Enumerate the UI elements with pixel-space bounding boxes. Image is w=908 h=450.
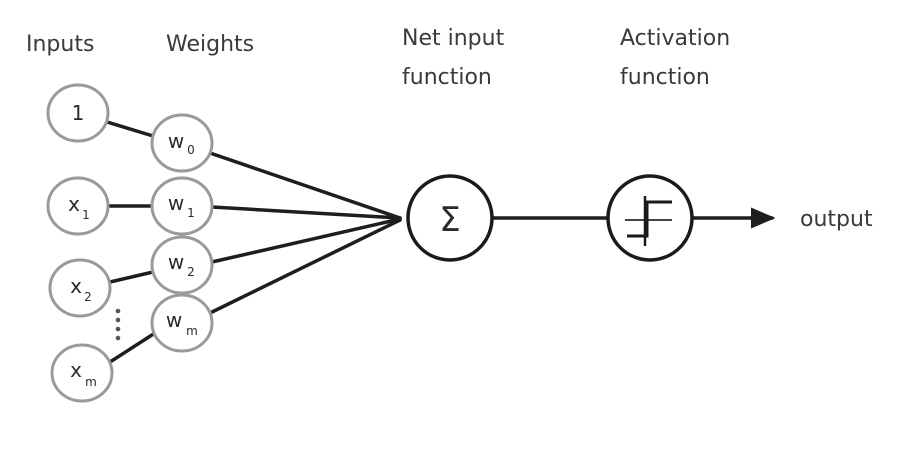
step-function-icon	[625, 196, 672, 246]
activation-heading-line1: Activation	[620, 26, 730, 51]
activation-node	[606, 174, 694, 262]
input-node-xm: x m	[50, 343, 114, 403]
weight-subscript: 0	[187, 143, 195, 157]
weight-subscript: m	[186, 324, 198, 338]
net-input-heading-line2: function	[402, 65, 492, 90]
net-input-node: Σ	[406, 174, 494, 262]
output-label: output	[800, 207, 873, 232]
weight-subscript: 1	[187, 206, 195, 220]
weight-node-w2: w 2	[150, 235, 214, 295]
activation-heading-line2: function	[620, 65, 710, 90]
input-label: x	[68, 192, 80, 216]
input-label: x	[70, 274, 82, 298]
input-subscript: 2	[84, 290, 92, 304]
input-node-x1: x 1	[46, 176, 110, 236]
input-label: 1	[72, 101, 85, 125]
weight-label: w	[168, 191, 184, 215]
weight-node-w1: w 1	[150, 176, 214, 236]
input-subscript: 1	[82, 208, 90, 222]
ellipsis-icon	[115, 308, 121, 341]
weight-node-w0: w 0	[150, 113, 214, 173]
inputs-heading: Inputs	[26, 32, 94, 57]
weight-label: w	[166, 308, 182, 332]
weight-label: w	[168, 129, 184, 153]
weight-label: w	[168, 250, 184, 274]
weight-subscript: 2	[187, 265, 195, 279]
edge-weight1-sum	[210, 205, 402, 220]
sigma-icon: Σ	[439, 200, 460, 240]
edge-weight2-sum	[210, 217, 402, 264]
input-node-bias: 1	[46, 83, 110, 143]
edge-weight0-sum	[208, 151, 402, 220]
weights-heading: Weights	[166, 32, 254, 57]
edge-inputm-weightm	[108, 331, 157, 364]
input-label: x	[70, 358, 82, 382]
input-subscript: m	[85, 375, 97, 389]
edge-input0-weight0	[105, 120, 155, 138]
input-node-x2: x 2	[48, 258, 112, 318]
edge-input2-weight2	[108, 270, 155, 284]
edge-weightm-sum	[208, 218, 402, 315]
net-input-heading-line1: Net input	[402, 26, 505, 51]
weight-node-wm: w m	[150, 293, 214, 353]
